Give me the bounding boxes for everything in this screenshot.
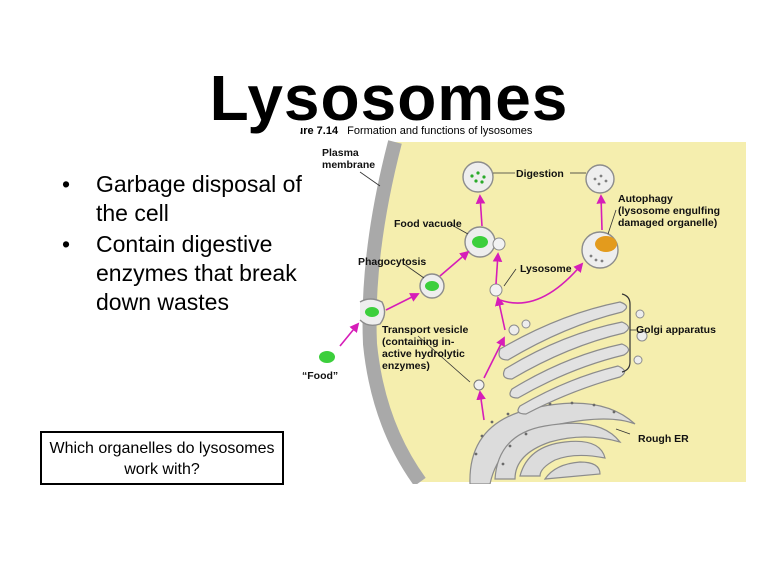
leader-lines — [359, 171, 636, 435]
digestion-vesicle-right — [585, 164, 615, 194]
label-golgi-apparatus: Golgi apparatus — [636, 324, 716, 336]
autophagy-lysosome — [581, 231, 619, 269]
bullet-item: • Contain digestive enzymes that break do… — [62, 230, 312, 317]
bullet-text: Garbage disposal of the cell — [96, 171, 302, 226]
cytoplasm — [369, 142, 746, 482]
bullet-text: Contain digestive enzymes that break dow… — [96, 231, 297, 315]
arrow-to-food-vacuole — [439, 250, 470, 277]
lysosome-vesicle — [489, 283, 503, 297]
digestion-vesicle-left — [462, 161, 494, 193]
label-phagocytosis: Phagocytosis — [358, 256, 426, 268]
arrow-lysosome-to-vacuole — [492, 252, 503, 285]
bullet-dot-icon: • — [62, 171, 71, 197]
label-digestion: Digestion — [516, 168, 564, 180]
label-transport-vesicle-3: active hydrolytic — [382, 348, 465, 360]
golgi-apparatus — [498, 301, 630, 415]
label-lysosome: Lysosome — [520, 263, 572, 275]
plasma-membrane — [362, 140, 426, 484]
golgi-vesicles — [508, 309, 648, 365]
arrow-autophagy-digestion — [596, 194, 607, 231]
arrow-to-phagocytosis — [385, 293, 420, 311]
bullet-item: • Garbage disposal of the cell — [62, 170, 312, 228]
question-box: Which organelles do lysosomes work with? — [40, 431, 284, 485]
arrow-food-in — [339, 322, 360, 347]
slide-title: Lysosomes — [209, 62, 569, 134]
caption-number: Figure 7.14 — [300, 125, 339, 137]
lysosome-figure: Figure 7.14 Formation and functions of l… — [300, 125, 746, 484]
rough-er — [469, 402, 636, 484]
arrow-golgi-to-lysosome — [494, 296, 506, 331]
label-plasma-membrane: Plasma — [322, 147, 359, 159]
arrow-lysosome-to-autophagy — [499, 262, 584, 304]
arrow-vesicle-to-golgi — [483, 336, 505, 379]
process-arrows — [339, 194, 607, 421]
label-autophagy: Autophagy — [618, 193, 673, 205]
label-transport-vesicle: Transport vesicle — [382, 324, 469, 336]
label-food-vacuole: Food vacuole — [394, 218, 462, 230]
bullet-list: • Garbage disposal of the cell • Contain d… — [62, 170, 312, 319]
engulfing-vesicle — [359, 298, 386, 327]
figure-caption: Figure 7.14 Formation and functions of l… — [300, 125, 533, 137]
arrow-er-to-vesicle — [476, 390, 486, 421]
caption-text: Formation and functions of lysosomes — [347, 125, 533, 137]
label-autophagy-3: damaged organelle) — [618, 217, 717, 229]
small-vesicle — [473, 379, 485, 391]
label-autophagy-2: (lysosome engulfing — [618, 205, 720, 217]
figure-labels: Plasma membrane Digestion Autophagy (lys… — [302, 147, 720, 445]
bullet-dot-icon: • — [62, 231, 71, 257]
label-plasma-membrane-2: membrane — [322, 159, 375, 171]
phagocytosis-vesicle — [419, 273, 445, 299]
label-rough-er: Rough ER — [638, 433, 689, 445]
label-food: “Food” — [302, 370, 338, 382]
label-transport-vesicle-4: enzymes) — [382, 360, 430, 372]
golgi-bracket — [621, 293, 631, 373]
food-particle — [319, 351, 335, 363]
label-transport-vesicle-2: (containing in- — [382, 336, 455, 348]
food-vacuole — [464, 226, 506, 258]
ribosome-dots — [474, 401, 616, 466]
arrow-to-digestion — [475, 194, 486, 227]
